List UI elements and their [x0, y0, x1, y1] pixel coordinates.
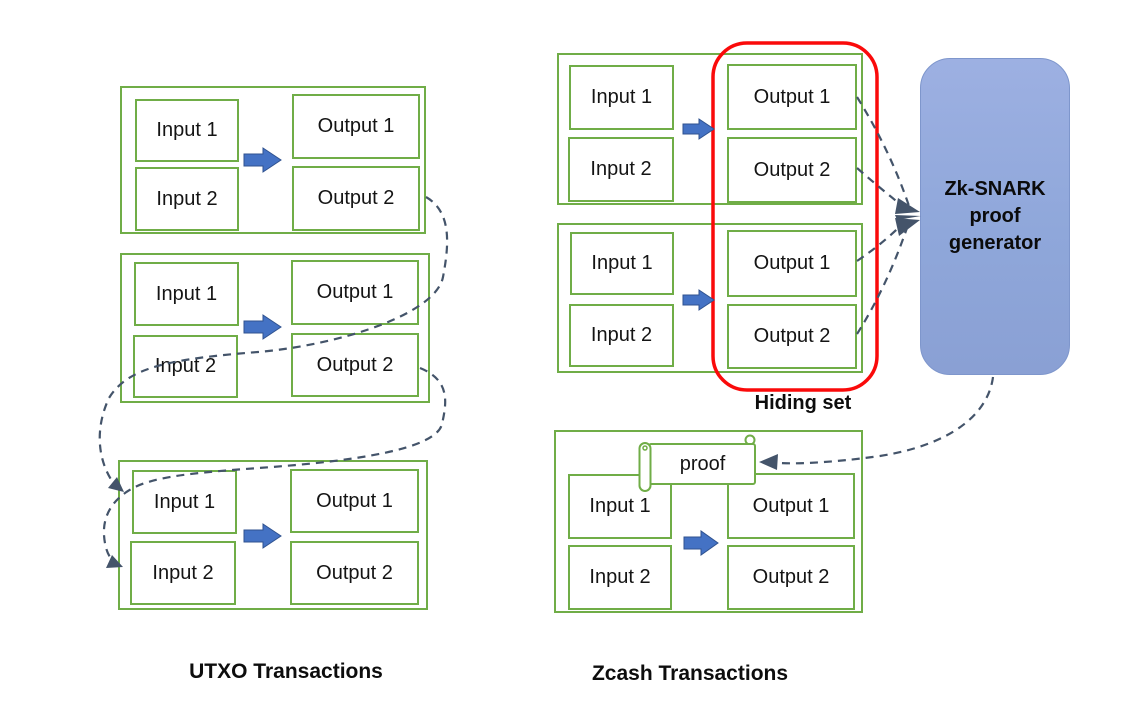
zcash-tx2-output1: Output 1 — [727, 230, 857, 297]
utxo-tx1-input2: Input 2 — [135, 167, 239, 231]
utxo-tx2-box: Input 1 Input 2 Output 1 Output 2 — [120, 253, 430, 403]
utxo-tx1-input1: Input 1 — [135, 99, 239, 162]
zcash-tx1-input1: Input 1 — [569, 65, 674, 130]
zcash-tx1-input2: Input 2 — [568, 137, 674, 202]
utxo-tx3-input2: Input 2 — [130, 541, 236, 605]
utxo-tx3-input1: Input 1 — [132, 470, 237, 534]
zcash-tx2-input2: Input 2 — [569, 304, 674, 367]
proof-label: proof — [679, 452, 726, 475]
zcash-tx1-output2: Output 2 — [727, 137, 857, 203]
utxo-tx3-output1: Output 1 — [290, 469, 419, 533]
utxo-caption: UTXO Transactions — [189, 660, 383, 683]
zk-snark-generator-label: Zk-SNARK proof generator — [944, 178, 1046, 254]
connector-output4-to-generator — [856, 221, 911, 335]
arrowhead-into-generator — [895, 218, 920, 236]
utxo-tx1-box: Input 1 Input 2 Output 1 Output 2 — [120, 86, 426, 234]
zcash-caption: Zcash Transactions — [591, 662, 789, 685]
utxo-tx2-input2: Input 2 — [133, 335, 238, 398]
arrowhead-into-generator — [895, 215, 921, 220]
utxo-tx3-box: Input 1 Input 2 Output 1 Output 2 — [118, 460, 428, 610]
hiding-set-caption: Hiding set — [754, 392, 852, 414]
utxo-tx3-output2: Output 2 — [290, 541, 419, 605]
zcash-tx3-input2: Input 2 — [568, 545, 672, 610]
connector-output1-to-generator — [856, 96, 911, 207]
zcash-tx2-box: Input 1 Input 2 Output 1 Output 2 — [557, 223, 863, 373]
utxo-tx2-input1: Input 1 — [134, 262, 239, 326]
zcash-tx1-box: Input 1 Input 2 Output 1 Output 2 — [557, 53, 863, 205]
zcash-tx3-output2: Output 2 — [727, 545, 855, 610]
utxo-tx2-output2: Output 2 — [291, 333, 419, 397]
connector-output2-to-generator — [856, 167, 910, 212]
arrowhead-into-generator — [895, 198, 920, 214]
utxo-tx1-output2: Output 2 — [292, 166, 420, 231]
zcash-tx2-output2: Output 2 — [727, 304, 857, 369]
connector-output3-to-generator — [856, 216, 910, 262]
zcash-tx1-output1: Output 1 — [727, 64, 857, 130]
zk-snark-generator-box: Zk-SNARK proof generator — [920, 58, 1070, 375]
zcash-tx2-input1: Input 1 — [570, 232, 674, 295]
utxo-tx2-output1: Output 1 — [291, 260, 419, 325]
utxo-tx1-output1: Output 1 — [292, 94, 420, 159]
